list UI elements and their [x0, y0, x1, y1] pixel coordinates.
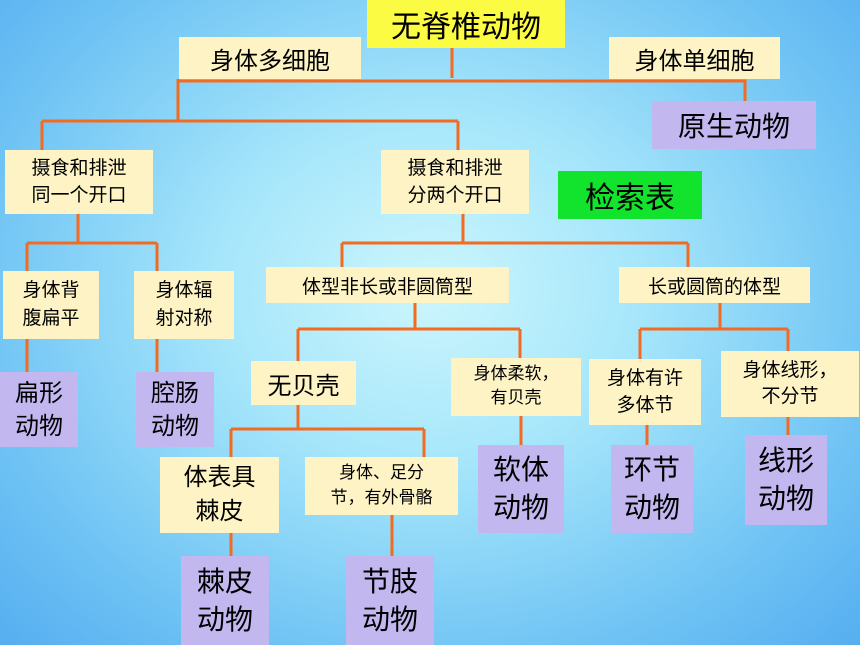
condition-spiny-skin: 体表具 棘皮: [160, 457, 279, 533]
animal-protozoa: 原生动物: [652, 101, 816, 149]
key-table-label: 检索表: [558, 171, 702, 219]
animal-arthropods: 节肢 动物: [346, 556, 434, 645]
condition-thread-unsegmented: 身体线形， 不分节: [721, 351, 859, 417]
condition-multicellular: 身体多细胞: [179, 37, 361, 79]
condition-soft-shell: 身体柔软， 有贝壳: [451, 358, 581, 416]
condition-jointed-exoskeleton: 身体、足分 节，有外骨骼: [305, 457, 458, 515]
condition-no-shell: 无贝壳: [251, 361, 356, 405]
animal-nematodes: 线形 动物: [745, 435, 827, 525]
animal-flatworms: 扁形 动物: [0, 372, 78, 447]
animal-echinoderms: 棘皮 动物: [181, 556, 269, 645]
condition-one-opening: 摄食和排泄 同一个开口: [5, 150, 153, 214]
condition-not-long-tube: 体型非长或非圆筒型: [266, 267, 509, 303]
tree-connectors: [25, 48, 790, 556]
condition-radial-symmetry: 身体辐 射对称: [134, 271, 234, 339]
condition-long-tube: 长或圆筒的体型: [619, 267, 810, 303]
animal-mollusks: 软体 动物: [478, 445, 564, 533]
condition-two-openings: 摄食和排泄 分两个开口: [381, 150, 529, 214]
condition-many-segments: 身体有许 多体节: [589, 359, 701, 425]
animal-coelenterates: 腔肠 动物: [136, 372, 214, 447]
root-title: 无脊椎动物: [367, 0, 565, 48]
condition-flat-body: 身体背 腹扁平: [3, 271, 99, 339]
animal-annelids: 环节 动物: [611, 445, 693, 533]
condition-unicellular: 身体单细胞: [609, 37, 780, 79]
